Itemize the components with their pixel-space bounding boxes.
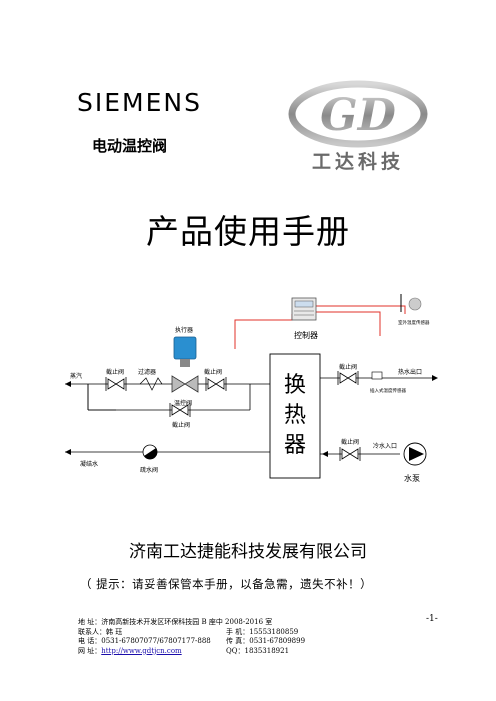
footer-row-address: 地 址：济南高新技术开发区环保科技园 B 座中 2008-2016 室 [78, 618, 305, 628]
storage-tip: （ 提示：请妥善保管本手册，以备急需，遗失不补！） [80, 577, 373, 591]
cold-water-stop-valve-icon [339, 447, 361, 461]
mobile-value: 15553180859 [249, 627, 299, 636]
pump-icon [403, 442, 427, 466]
filter-label: 过滤器 [138, 368, 156, 376]
bypass-stop-valve-icon [169, 403, 191, 417]
contact-value: 韩 珏 [106, 627, 123, 636]
heat-exchanger-char-1: 换 [284, 373, 306, 398]
steam-label: 蒸汽 [70, 372, 82, 380]
footer-row-contact: 联系人：韩 珏 手 机：15553180859 [78, 628, 305, 638]
footer-row-web: 网 址：http://www.gdtjcn.com QQ：1835318921 [78, 647, 305, 657]
stop-valve-1-label: 截止阀 [106, 368, 124, 376]
condensate-label: 凝结水 [80, 460, 98, 468]
hot-water-stop-valve-icon [337, 371, 359, 385]
trap-valve-label: 疏水阀 [140, 466, 158, 474]
inline-sensor-icon [371, 371, 383, 380]
brand-name: SIEMENS [77, 88, 202, 117]
outdoor-sensor-label: 室外温度传感器 [398, 319, 430, 326]
actuator-label: 执行器 [175, 326, 193, 334]
company-name: 济南工达捷能科技发展有限公司 [129, 542, 367, 562]
pump-label: 水泵 [404, 473, 420, 483]
heat-exchanger [269, 353, 321, 479]
controller-label: 控制器 [294, 330, 318, 340]
phone-label: 电 话： [78, 637, 102, 645]
phone-value: 0531-67807077/67807177-888 [101, 637, 211, 645]
stop-valve-2-label: 截止阀 [204, 368, 222, 376]
footer-row-phone: 电 话：0531-67807077/67807177-888 传 真：0531-6… [78, 637, 305, 647]
product-subtitle: 电动温控阀 [92, 137, 168, 155]
heat-exchanger-char-2: 热 [284, 403, 306, 428]
fax-value: 0531-67809899 [249, 637, 306, 645]
contact-label: 联系人： [78, 627, 106, 636]
contact-footer: 地 址：济南高新技术开发区环保科技园 B 座中 2008-2016 室 联系人：… [78, 618, 305, 656]
filter-icon [139, 377, 163, 391]
trap-valve-icon [142, 444, 158, 460]
inline-sensor-label: 插入式温度传感器 [370, 387, 406, 394]
stop-valve-2-icon [205, 377, 227, 391]
web-label: 网 址： [78, 646, 102, 655]
address-value: 济南高新技术开发区环保科技园 B 座中 2008-2016 室 [101, 618, 273, 626]
website-link[interactable]: http://www.gdtjcn.com [101, 646, 182, 655]
heat-exchanger-char-3: 器 [284, 433, 306, 458]
temp-valve-label: 温控阀 [174, 399, 192, 407]
temp-valve-icon [171, 375, 199, 393]
hot-water-stop-valve-label: 截止阀 [339, 363, 357, 371]
bypass-stop-valve-label: 截止阀 [172, 421, 190, 429]
system-diagram: 控制器 室外温度传感器 执行器 蒸汽 截止阀 过滤器 温控阀 [65, 294, 438, 483]
outdoor-sensor-icon [400, 294, 422, 312]
mobile-label: 手 机： [226, 627, 250, 636]
company-logo: GD 工达科技 [288, 80, 428, 173]
logo-text: 工达科技 [312, 150, 404, 173]
stop-valve-1-icon [105, 377, 127, 391]
fax-label: 传 真： [226, 637, 250, 645]
qq-value: 1835318921 [244, 646, 290, 655]
qq-label: QQ： [226, 646, 245, 655]
cold-water-stop-valve-label: 截止阀 [341, 438, 359, 446]
logo-letters: GD [320, 90, 396, 141]
controller-unit [291, 297, 317, 321]
hot-water-out-label: 热水出口 [398, 368, 422, 376]
cold-water-in-label: 冷水入口 [373, 442, 397, 450]
actuator-icon [173, 336, 197, 367]
address-label: 地 址： [78, 618, 102, 626]
page-number: -1- [426, 614, 438, 624]
document-title: 产品使用手册 [146, 212, 350, 251]
